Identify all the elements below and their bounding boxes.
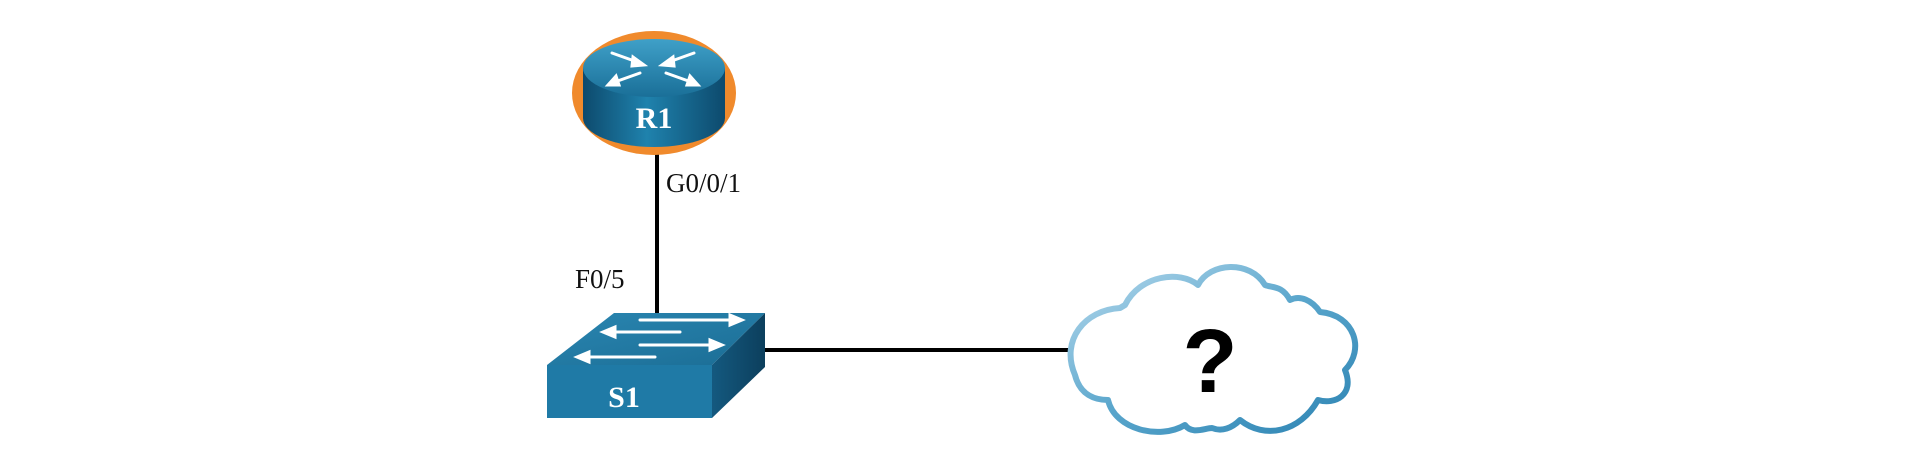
cloud-question-mark: ? [1183, 312, 1238, 412]
router-label: R1 [636, 102, 673, 135]
router-interface-label: G0/0/1 [666, 168, 742, 198]
cloud-icon[interactable]: ? [1067, 264, 1359, 435]
router-icon[interactable]: R1 [572, 31, 736, 155]
switch-label: S1 [608, 381, 640, 414]
switch-interface-label: F0/5 [575, 264, 625, 294]
switch-icon[interactable]: S1 [547, 312, 765, 418]
